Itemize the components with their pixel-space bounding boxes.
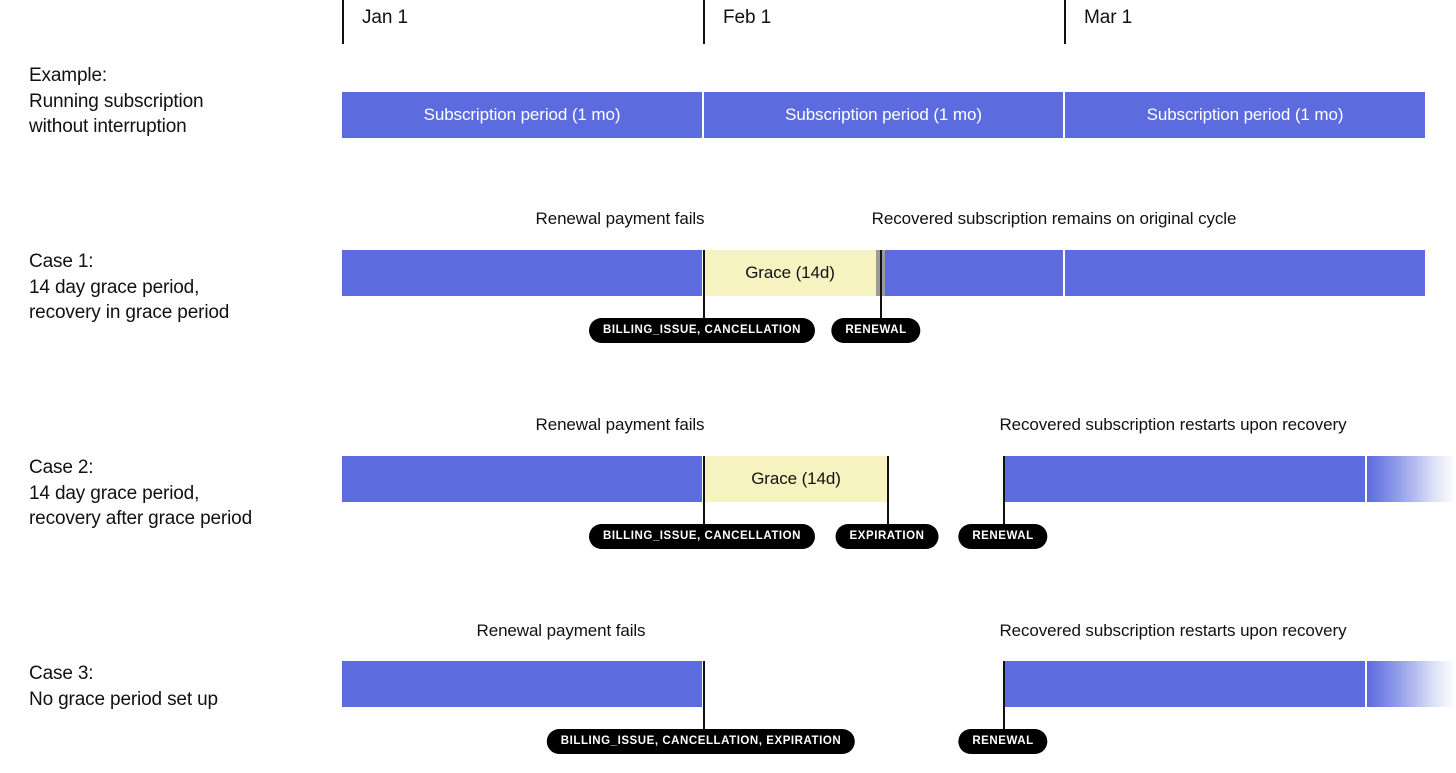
bar-segment-case-2-active-period bbox=[342, 456, 702, 502]
event-connector-case-1-billing-issue-cancellation bbox=[703, 250, 705, 318]
row-label-case-3: Case 3: No grace period set up bbox=[29, 663, 218, 710]
timeline-axis: Jan 1 Feb 1 Mar 1 bbox=[0, 0, 1456, 46]
bar-segment-case-1-recovered-period bbox=[885, 250, 1063, 296]
bar-segment-case-2-restarted-period bbox=[1003, 456, 1365, 502]
event-pill-case-3-billing-issue-cancellation-expiration[interactable]: BILLING_ISSUE, CANCELLATION, EXPIRATION bbox=[546, 729, 856, 754]
row-label-example: Example: Running subscription without in… bbox=[29, 65, 204, 137]
bar-segment-case-3-restarted-period bbox=[1003, 661, 1365, 707]
event-pill-case-3-renewal[interactable]: RENEWAL bbox=[958, 729, 1048, 754]
event-pill-case-1-renewal[interactable]: RENEWAL bbox=[831, 318, 921, 343]
bar-segment-case-1-grace-divider bbox=[876, 250, 885, 296]
event-pill-case-2-renewal[interactable]: RENEWAL bbox=[958, 524, 1048, 549]
row-note-case-1-2: Recovered subscription remains on origin… bbox=[871, 209, 1237, 228]
bar-segment-label: Subscription period (1 mo) bbox=[423, 105, 621, 124]
bar-segment-case-2-continuation-fade bbox=[1367, 456, 1456, 502]
timeline-tick-label-1: Jan 1 bbox=[362, 7, 408, 28]
row-note-case-2-1: Renewal payment fails bbox=[535, 415, 705, 434]
bar-segment-case-1-active-period bbox=[342, 250, 702, 296]
bar-segment-label: Grace (14d) bbox=[745, 263, 835, 282]
event-connector-case-2-expiration bbox=[887, 456, 889, 524]
event-connector-case-3-renewal bbox=[1003, 661, 1005, 729]
bar-segment-label: Grace (14d) bbox=[751, 469, 841, 488]
row-note-case-3-2: Recovered subscription restarts upon rec… bbox=[999, 621, 1347, 640]
bar-segment-case-2-grace-period: Grace (14d) bbox=[704, 456, 888, 502]
bar-segment-example-subscription-period-1: Subscription period (1 mo) bbox=[342, 92, 702, 138]
event-pill-case-2-expiration[interactable]: EXPIRATION bbox=[835, 524, 939, 549]
row-label-case-1: Case 1: 14 day grace period, recovery in… bbox=[29, 251, 230, 323]
row-note-case-1-1: Renewal payment fails bbox=[535, 209, 705, 228]
event-connector-case-1-renewal bbox=[880, 250, 882, 318]
bar-segment-example-subscription-period-3: Subscription period (1 mo) bbox=[1065, 92, 1425, 138]
event-connector-case-2-billing-issue-cancellation bbox=[703, 456, 705, 524]
bar-segment-case-3-active-period bbox=[342, 661, 702, 707]
timeline-tick-3 bbox=[1064, 0, 1066, 44]
bar-segment-label: Subscription period (1 mo) bbox=[785, 105, 982, 124]
event-pill-case-2-billing-issue-cancellation[interactable]: BILLING_ISSUE, CANCELLATION bbox=[588, 524, 816, 549]
bar-segment-case-3-continuation-fade bbox=[1367, 661, 1456, 707]
bar-segment-case-1-grace-period: Grace (14d) bbox=[704, 250, 876, 296]
event-connector-case-3-billing-issue-cancellation-expiration bbox=[703, 661, 705, 729]
timeline-tick-2 bbox=[703, 0, 705, 44]
row-note-case-2-2: Recovered subscription restarts upon rec… bbox=[999, 415, 1347, 434]
bar-segment-label: Subscription period (1 mo) bbox=[1146, 105, 1344, 124]
bar-segment-example-subscription-period-2: Subscription period (1 mo) bbox=[704, 92, 1063, 138]
row-note-case-3-1: Renewal payment fails bbox=[476, 621, 646, 640]
row-label-case-2: Case 2: 14 day grace period, recovery af… bbox=[29, 457, 253, 529]
bar-segment-case-1-next-period bbox=[1065, 250, 1425, 296]
timeline-tick-1 bbox=[342, 0, 344, 44]
timeline-tick-label-2: Feb 1 bbox=[723, 7, 772, 28]
event-pill-case-1-billing-issue-cancellation[interactable]: BILLING_ISSUE, CANCELLATION bbox=[588, 318, 816, 343]
event-connector-case-2-renewal bbox=[1003, 456, 1005, 524]
timeline-tick-label-3: Mar 1 bbox=[1084, 7, 1133, 28]
